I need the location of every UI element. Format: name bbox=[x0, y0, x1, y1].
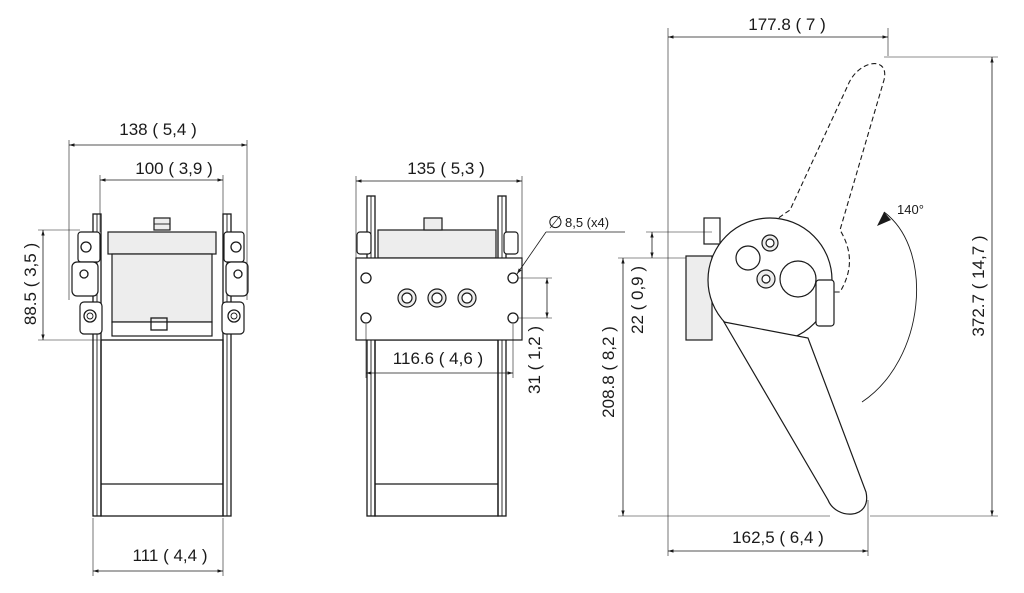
rotation-angle-label: 140° bbox=[897, 202, 924, 217]
plate-view-dimensions: 135 ( 5,3 ) 116.6 ( 4,6 ) 31 ( 1,2 ) ∅ 8… bbox=[355, 159, 625, 394]
side-height-lower-label: 208.8 ( 8,2 ) bbox=[599, 326, 618, 418]
side-view-dimensions: 177.8 ( 7 ) 372.7 ( 14,7 ) 208.8 ( 8,2 )… bbox=[599, 15, 998, 556]
plate-hole-diameter-symbol: ∅ bbox=[548, 213, 563, 232]
front-view bbox=[71, 213, 249, 517]
front-view-dimensions: 138 ( 5,4 ) 100 ( 3,9 ) 88.5 ( 3,5 ) 111… bbox=[21, 120, 248, 576]
plate-width-label: 135 ( 5,3 ) bbox=[407, 159, 485, 178]
plate-hole-spacing-label: 116.6 ( 4,6 ) bbox=[393, 349, 483, 368]
plate-hole-vertical-label: 31 ( 1,2 ) bbox=[525, 326, 544, 394]
side-view: 140° bbox=[685, 63, 924, 515]
side-width-bottom-label: 162,5 ( 6,4 ) bbox=[732, 528, 824, 547]
plate-hole-diameter-label: 8,5 (x4) bbox=[565, 215, 609, 230]
front-width-outer-label: 138 ( 5,4 ) bbox=[119, 120, 197, 139]
side-offset-label: 22 ( 0,9 ) bbox=[628, 266, 647, 334]
front-base-width-label: 111 ( 4,4 ) bbox=[133, 546, 208, 565]
front-height-label: 88.5 ( 3,5 ) bbox=[21, 243, 40, 325]
side-width-top-label: 177.8 ( 7 ) bbox=[748, 15, 826, 34]
side-height-total-label: 372.7 ( 14,7 ) bbox=[969, 235, 988, 336]
plate-view bbox=[355, 195, 523, 517]
front-width-inner-label: 100 ( 3,9 ) bbox=[135, 159, 213, 178]
